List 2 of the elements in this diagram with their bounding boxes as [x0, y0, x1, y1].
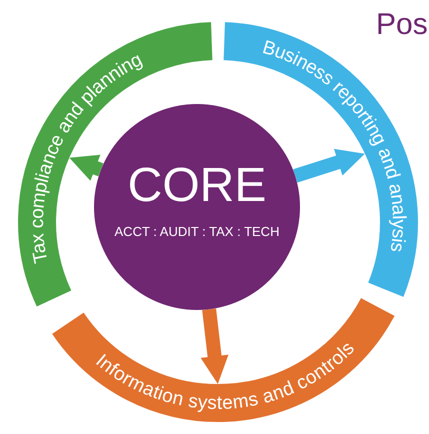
arrow: [293, 148, 365, 183]
arrow: [200, 308, 228, 384]
